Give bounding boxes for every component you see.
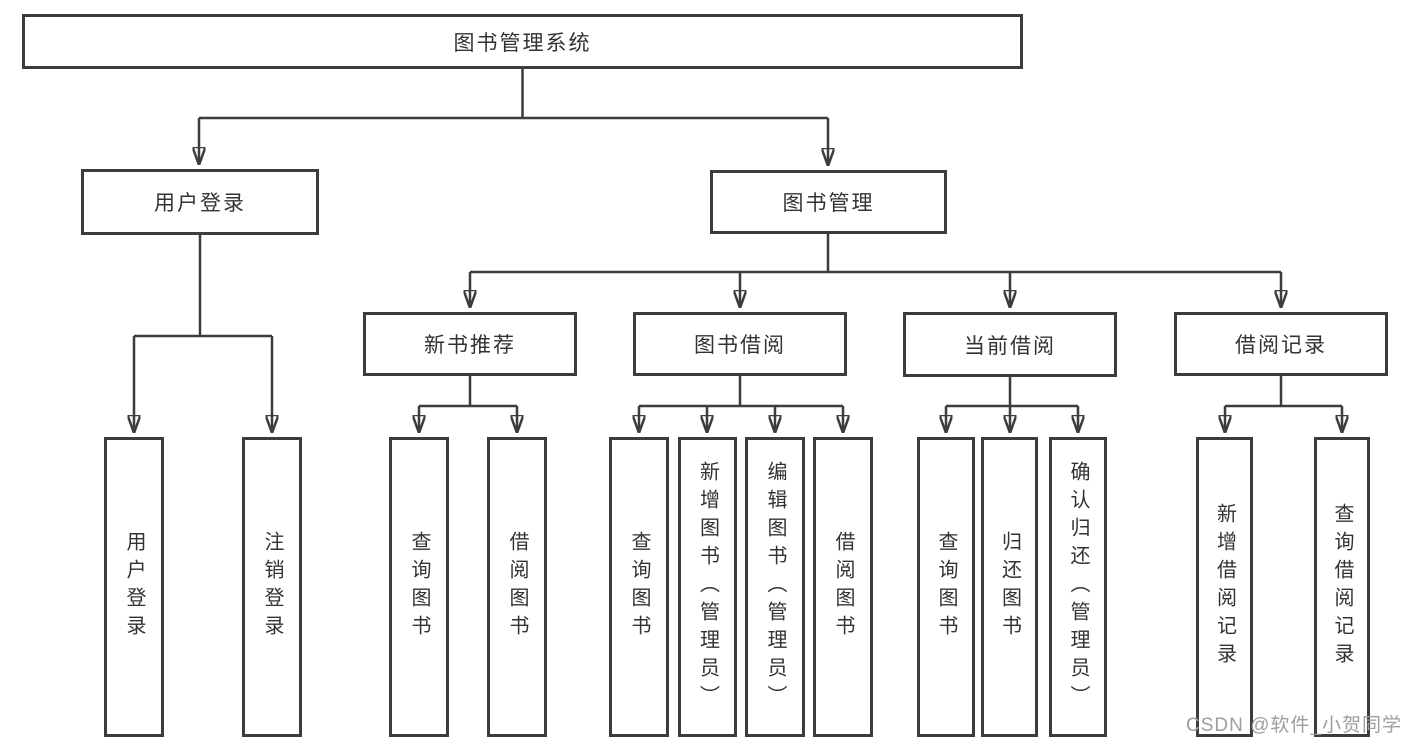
node-add-borrow-record: 新增借阅记录 xyxy=(1196,437,1253,737)
node-confirm-return-admin: 确认归还（管理员） xyxy=(1049,437,1107,737)
node-add-books-admin-label: 新增图书（管理员） xyxy=(696,461,719,713)
node-borrow-books-label: 借阅图书 xyxy=(832,531,854,643)
node-logout: 注销登录 xyxy=(242,437,302,737)
node-library-system-label: 图书管理系统 xyxy=(453,31,592,55)
csdn-watermark: CSDN @软件_小贺同学 xyxy=(1186,715,1402,736)
node-logout-label: 注销登录 xyxy=(261,531,283,643)
node-user-login: 用户登录 xyxy=(104,437,164,737)
node-query-books-recommend: 查询图书 xyxy=(389,437,449,737)
node-query-books-borrowing: 查询图书 xyxy=(609,437,669,737)
node-book-borrowing-label: 图书借阅 xyxy=(694,334,786,357)
node-borrow-books-recommend: 借阅图书 xyxy=(487,437,547,737)
node-book-management: 图书管理 xyxy=(710,170,947,234)
node-library-system: 图书管理系统 xyxy=(22,14,1023,69)
node-add-books-admin: 新增图书（管理员） xyxy=(678,437,737,737)
node-borrow-books-recommend-label: 借阅图书 xyxy=(506,531,528,643)
node-new-book-recommend-label: 新书推荐 xyxy=(424,334,516,357)
node-user-login-label: 用户登录 xyxy=(123,531,145,643)
node-query-borrow-record: 查询借阅记录 xyxy=(1314,437,1370,737)
node-user-login-group-label: 用户登录 xyxy=(154,192,246,215)
node-user-login-group: 用户登录 xyxy=(81,169,319,235)
node-new-book-recommend: 新书推荐 xyxy=(363,312,577,376)
node-query-books-current: 查询图书 xyxy=(917,437,975,737)
node-add-borrow-record-label: 新增借阅记录 xyxy=(1213,503,1236,671)
node-query-books-recommend-label: 查询图书 xyxy=(408,531,430,643)
node-current-borrowing-label: 当前借阅 xyxy=(964,334,1056,358)
node-borrow-books: 借阅图书 xyxy=(813,437,873,737)
node-query-books-borrowing-label: 查询图书 xyxy=(628,531,650,643)
node-confirm-return-admin-label: 确认归还（管理员） xyxy=(1067,461,1089,713)
node-query-books-current-label: 查询图书 xyxy=(935,531,957,643)
node-edit-books-admin-label: 编辑图书（管理员） xyxy=(764,461,786,713)
node-return-books: 归还图书 xyxy=(981,437,1038,737)
node-edit-books-admin: 编辑图书（管理员） xyxy=(745,437,805,737)
node-query-borrow-record-label: 查询借阅记录 xyxy=(1331,503,1353,671)
node-borrow-records-label: 借阅记录 xyxy=(1235,334,1327,357)
node-current-borrowing: 当前借阅 xyxy=(903,312,1117,377)
node-book-borrowing: 图书借阅 xyxy=(633,312,847,376)
node-return-books-label: 归还图书 xyxy=(998,531,1021,643)
node-book-management-label: 图书管理 xyxy=(782,192,875,215)
node-borrow-records: 借阅记录 xyxy=(1174,312,1388,376)
